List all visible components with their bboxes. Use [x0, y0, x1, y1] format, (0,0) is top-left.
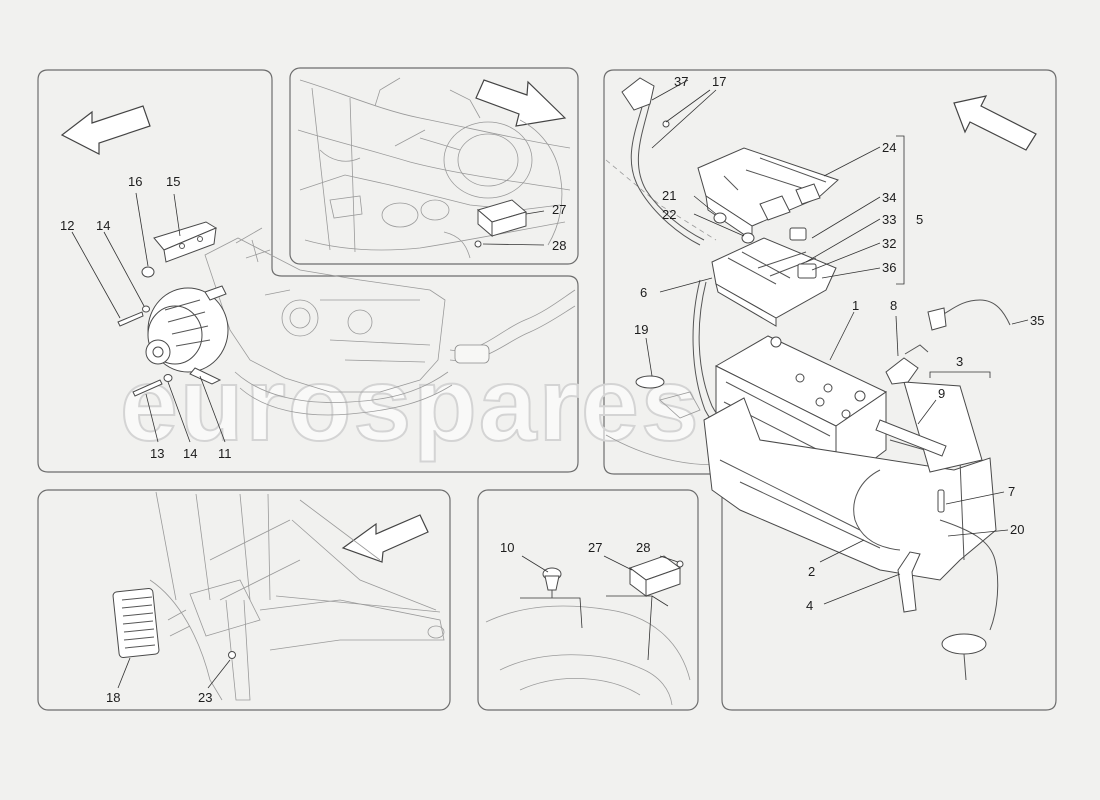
- callout-28: 28: [636, 540, 650, 555]
- engine-bay-panel-drawing: [297, 77, 571, 259]
- callout-9: 9: [938, 386, 945, 401]
- callout-22: 22: [662, 207, 676, 222]
- callout-35: 35: [1030, 313, 1044, 328]
- sensor: [542, 567, 562, 598]
- nut: [141, 266, 155, 278]
- positive-cable: [630, 99, 701, 246]
- bolt: [937, 489, 945, 513]
- bolt: [132, 379, 163, 397]
- callout-19: 19: [634, 322, 648, 337]
- callout-32: 32: [882, 236, 896, 251]
- module: [628, 555, 682, 597]
- nut: [713, 212, 727, 224]
- callout-1: 1: [852, 298, 859, 313]
- callout-27: 27: [552, 202, 566, 217]
- screw: [474, 240, 482, 248]
- hold-down-clamp: [875, 419, 947, 457]
- screw: [676, 560, 684, 568]
- callout-20: 20: [1010, 522, 1024, 537]
- battery-tray: [703, 381, 997, 581]
- ground-cable: [935, 299, 1011, 326]
- battery-panel-drawing: [605, 77, 1029, 681]
- ground-bracket: [897, 551, 921, 613]
- callout-33: 33: [882, 212, 896, 227]
- callout-6: 6: [640, 285, 647, 300]
- callout-28: 28: [552, 238, 566, 253]
- callout-5: 5: [916, 212, 923, 227]
- callout-37: 37: [674, 74, 688, 89]
- bolt: [117, 311, 144, 327]
- direction-arrow-icon: [475, 79, 567, 127]
- callout-12: 12: [60, 218, 74, 233]
- control-module: [112, 587, 160, 659]
- panel-alternator-frame: [37, 69, 579, 473]
- screw: [228, 651, 236, 659]
- watermark-text: eurospares: [120, 347, 701, 463]
- callout-17: 17: [712, 74, 726, 89]
- ground-eyelet: [941, 633, 987, 655]
- fuse-box-cover: [697, 147, 839, 241]
- callout-24: 24: [882, 140, 896, 155]
- cable-cover: [621, 77, 655, 111]
- washer: [163, 374, 173, 382]
- panel-bracket-frame: [37, 489, 451, 711]
- callout-11: 11: [218, 446, 232, 461]
- callout-13: 13: [150, 446, 164, 461]
- direction-arrow-icon: [60, 105, 151, 155]
- alternator-bracket: [153, 221, 218, 263]
- callout-8: 8: [890, 298, 897, 313]
- sensor-panel-drawing: [485, 555, 691, 706]
- panel-engine-bay-frame: [289, 67, 579, 265]
- washer: [142, 305, 150, 313]
- bracket-panel-drawing: [112, 491, 445, 701]
- callout-23: 23: [198, 690, 212, 705]
- callout-14: 14: [183, 446, 197, 461]
- callout-21: 21: [662, 188, 676, 203]
- callout-3: 3: [956, 354, 963, 369]
- callout-7: 7: [1008, 484, 1015, 499]
- callout-2: 2: [808, 564, 815, 579]
- callout-27: 27: [588, 540, 602, 555]
- callout-36: 36: [882, 260, 896, 275]
- alternator: [145, 285, 229, 385]
- callout-15: 15: [166, 174, 180, 189]
- grommet: [635, 375, 665, 389]
- callout-34: 34: [882, 190, 896, 205]
- panel-battery-frame: [603, 69, 1057, 711]
- battery-terminal: [885, 357, 919, 385]
- panel-sensor-frame: [477, 489, 699, 711]
- direction-arrow-icon: [341, 514, 429, 563]
- callout-10: 10: [500, 540, 514, 555]
- callout-16: 16: [128, 174, 142, 189]
- alternator-panel-drawing: [71, 192, 576, 443]
- callout-18: 18: [106, 690, 120, 705]
- fuse-box: [711, 227, 837, 327]
- direction-arrow-icon: [953, 95, 1037, 151]
- nut: [741, 232, 755, 244]
- callout-14: 14: [96, 218, 110, 233]
- callout-4: 4: [806, 598, 813, 613]
